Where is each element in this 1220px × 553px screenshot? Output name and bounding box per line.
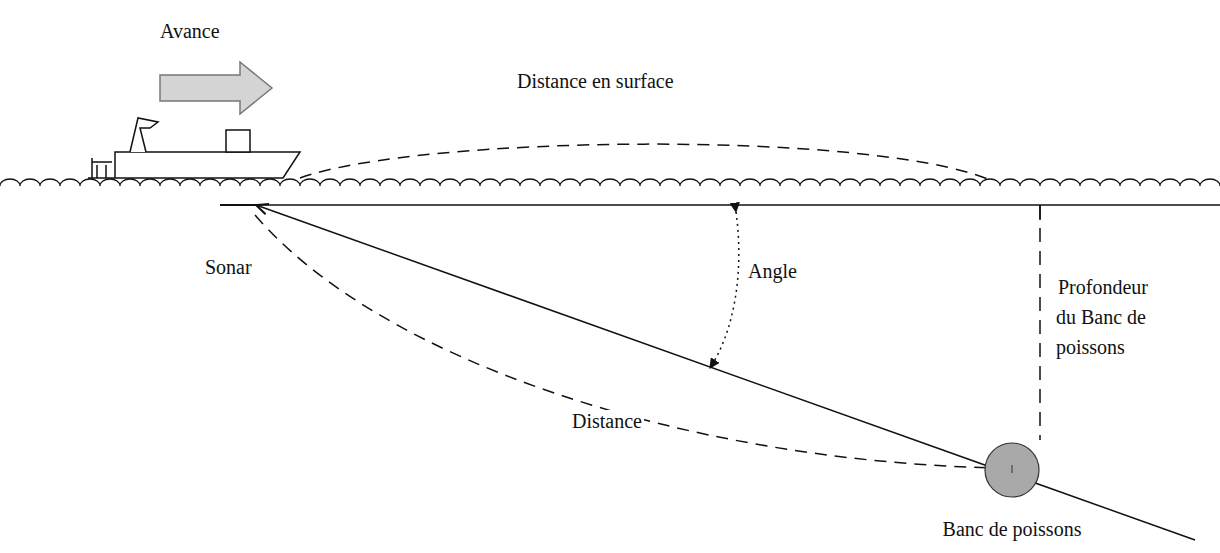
angle-arc [710,212,739,368]
boat [88,118,300,178]
depth-line [1039,205,1041,440]
distance-label: Distance [570,406,680,436]
sea-surface [0,179,1220,186]
depth-tick [1039,205,1041,220]
sonar-label: Sonar [203,252,293,282]
label-text: Distance en surface [515,70,676,92]
label-text: Profondeur du Banc de poissons [1056,276,1148,358]
label-text: Avance [158,20,222,42]
horizontal-reference [222,204,1220,206]
fish-school-circle [983,441,1041,499]
advance-arrow [160,62,272,114]
label-text: Sonar [203,256,254,278]
fish-school-label: Banc de poissons [941,518,1084,541]
sonar-beam [256,205,1195,540]
depth-label: Profondeur du Banc de poissons [1056,272,1164,362]
fish-school: Banc de poissons [937,441,1088,541]
sonar-mount [220,204,258,206]
surface-distance-curve [300,144,990,180]
fish-school-mark [1011,465,1012,473]
fish-school-shape [985,443,1039,497]
direction-label: Avance [158,16,278,46]
surface-distance-label: Distance en surface [515,66,775,96]
label-text: Angle [746,260,799,282]
label-text: Distance [570,410,644,432]
distance-curve [255,215,995,468]
wave-line [0,179,1220,186]
angle-label: Angle [746,256,836,286]
